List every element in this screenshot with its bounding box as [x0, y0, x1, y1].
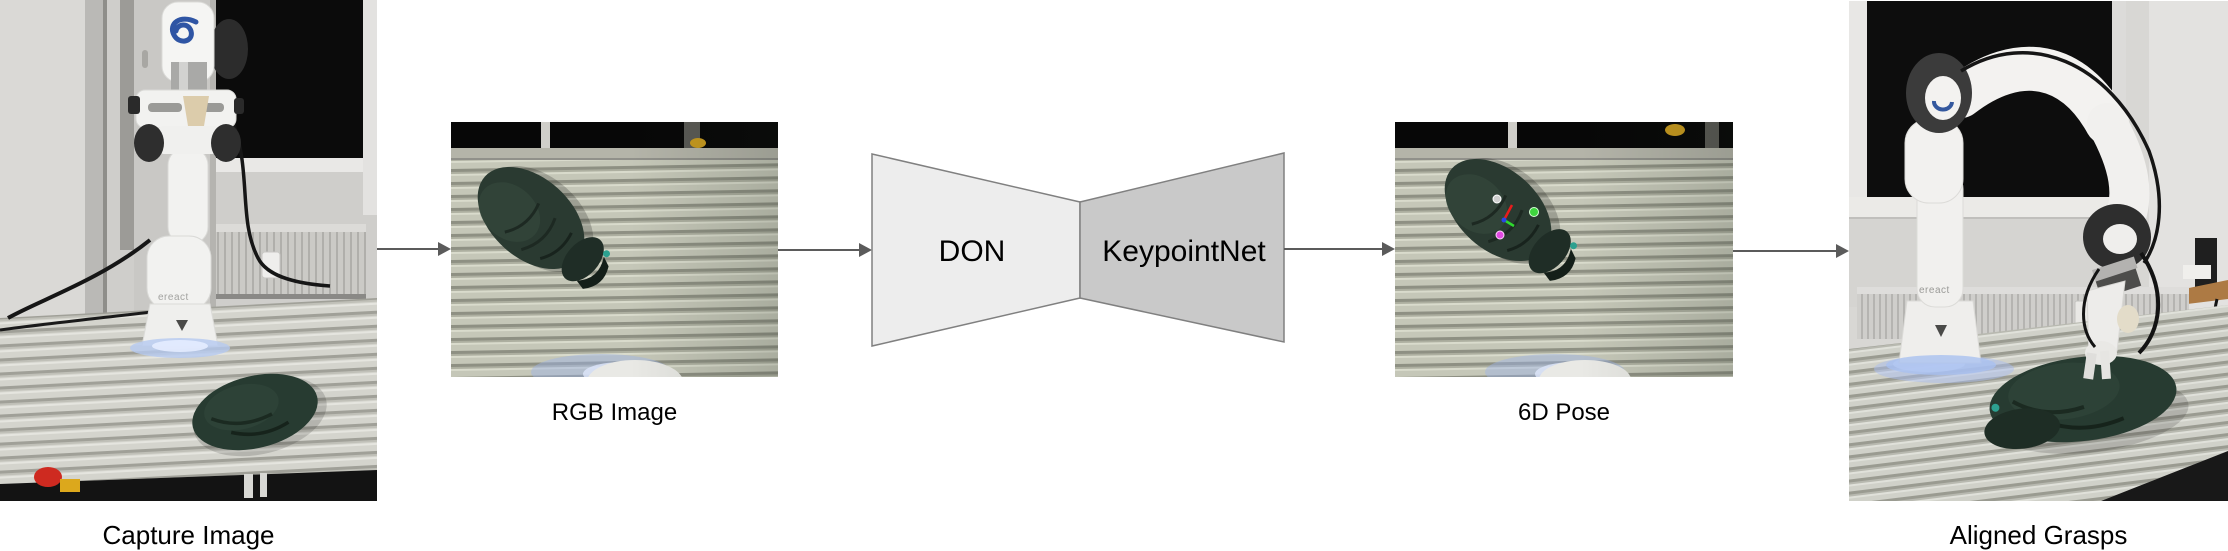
robot-arm-illustration: ereact: [1886, 46, 2161, 380]
arrow-rgb-to-don: [778, 243, 872, 257]
robot-base-text: ereact: [1919, 285, 1950, 296]
robot-logo-icon: [170, 16, 199, 44]
rgb-scene-illustration: [451, 122, 778, 377]
network-nodes: DON KeypointNet: [871, 152, 1285, 347]
cap-tag-detail: [1991, 403, 2000, 412]
capture-image-photo: ereact: [0, 0, 377, 501]
robot-arm-illustration: ereact: [128, 1, 248, 358]
keypointnet-node-shape: [1079, 152, 1285, 343]
aligned-grasps-caption: Aligned Grasps: [1949, 520, 2128, 550]
cap-object: [192, 373, 327, 457]
keypointnet-node-label: KeypointNet: [1102, 235, 1266, 268]
gripper-finger: [2083, 352, 2097, 380]
pose-image-photo: [1395, 122, 1733, 377]
don-node-label: DON: [939, 235, 1006, 268]
rgb-image-photo: [451, 122, 778, 377]
arrow-keypointnet-to-pose: [1284, 242, 1395, 256]
cap-object: [1984, 355, 2189, 454]
capture-scene-illustration: ereact: [0, 0, 377, 501]
pose-caption: 6D Pose: [1517, 399, 1611, 426]
aligned-grasps-photo: ereact: [1849, 1, 2228, 501]
capture-image-caption: Capture Image: [102, 520, 275, 550]
pose-scene-illustration: [1395, 122, 1733, 377]
robot-logo-icon: [1932, 100, 1954, 112]
arrow-pose-to-grasps: [1733, 244, 1849, 258]
base-glow: [1886, 355, 1996, 375]
emergency-stop-button: [34, 467, 62, 487]
rgb-image-caption: RGB Image: [551, 399, 678, 426]
grasp-scene-illustration: ereact: [1849, 1, 2228, 501]
gripper-finger: [2100, 350, 2111, 380]
arrow-capture-to-rgb: [377, 242, 451, 256]
robot-base-text: ereact: [158, 292, 189, 303]
